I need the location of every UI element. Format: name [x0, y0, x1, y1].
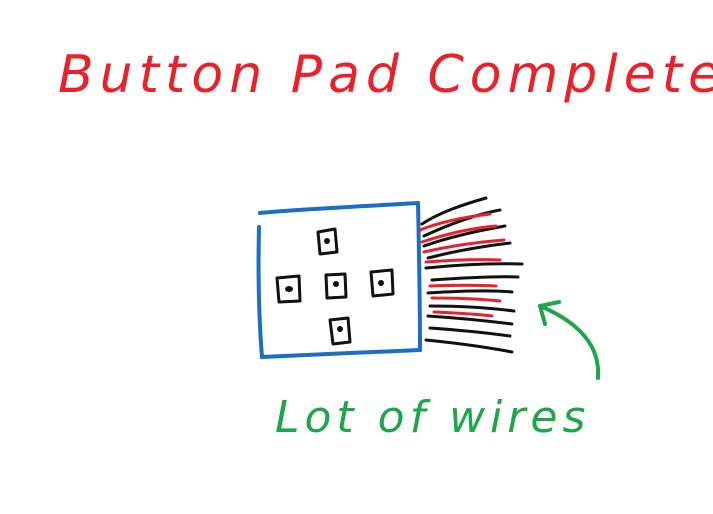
- button-left: [277, 276, 300, 302]
- button-pad-board: [259, 203, 420, 357]
- arrow-head-upper: [540, 302, 559, 306]
- board-top-edge: [260, 203, 418, 213]
- buttons-group: [277, 229, 393, 344]
- sketch-title: Button Pad Completed: [58, 45, 713, 105]
- wires-bundle: [420, 198, 522, 352]
- button-right: [371, 270, 393, 296]
- black-wires: [422, 198, 522, 352]
- button-center: [326, 274, 346, 298]
- board-left-edge: [259, 227, 262, 357]
- arrow-icon: [540, 302, 598, 378]
- board-right-edge: [418, 203, 420, 350]
- arrow-shaft: [540, 306, 598, 378]
- button-top: [318, 229, 337, 254]
- wires-annotation: Lot of wires: [275, 392, 590, 443]
- button-bottom: [330, 318, 350, 344]
- board-bottom-edge: [262, 350, 420, 357]
